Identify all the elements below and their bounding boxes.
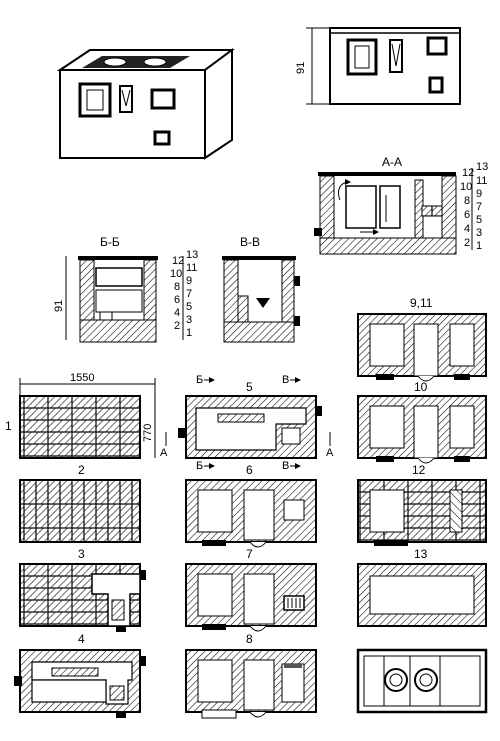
svg-text:10: 10 bbox=[460, 181, 472, 193]
svg-text:В: В bbox=[282, 460, 289, 472]
plan-6: 6 Б В bbox=[185, 460, 317, 548]
plan-7: 7 bbox=[185, 547, 317, 632]
cut-mark-b: Б bbox=[196, 374, 203, 386]
cut-mark-a-left: А bbox=[160, 447, 168, 459]
svg-text:3: 3 bbox=[476, 227, 482, 239]
svg-text:10: 10 bbox=[170, 268, 182, 280]
section-aa: А-А 12 10 8 6 4 2 13 11 9 7 5 3 1 bbox=[314, 155, 488, 255]
svg-text:7: 7 bbox=[186, 288, 192, 300]
plan-5-label: 5 bbox=[246, 380, 253, 394]
svg-text:8: 8 bbox=[464, 195, 470, 207]
cut-mark-v: В bbox=[282, 374, 289, 386]
svg-text:2: 2 bbox=[174, 320, 180, 332]
section-bb-title: Б-Б bbox=[100, 235, 120, 249]
section-vv: В-В bbox=[222, 235, 300, 343]
course-numbers-aa: 12 10 8 6 4 2 13 11 9 7 5 3 1 bbox=[460, 161, 488, 252]
plan-8-label: 8 bbox=[246, 632, 253, 646]
cut-mark-a-right: А bbox=[326, 447, 334, 459]
svg-text:11: 11 bbox=[186, 262, 197, 274]
plan-13: 13 bbox=[357, 547, 487, 627]
width-dimension: 1550 bbox=[70, 372, 94, 384]
svg-text:4: 4 bbox=[174, 307, 180, 319]
plan-9-11: 9,11 bbox=[357, 296, 487, 382]
svg-text:2: 2 bbox=[464, 237, 470, 249]
plan-10-label: 10 bbox=[414, 380, 428, 394]
svg-text:7: 7 bbox=[476, 201, 482, 213]
svg-text:5: 5 bbox=[476, 214, 482, 226]
plan-8: 8 bbox=[185, 632, 317, 719]
plan-12-label: 12 bbox=[412, 463, 426, 477]
section-aa-title: А-А bbox=[382, 155, 402, 169]
svg-text:6: 6 bbox=[464, 209, 470, 221]
svg-text:1: 1 bbox=[476, 240, 482, 252]
section-vv-title: В-В bbox=[240, 235, 260, 249]
svg-text:11: 11 bbox=[476, 175, 487, 187]
course-numbers-bb: 12 10 8 6 4 2 13 11 9 7 5 3 1 bbox=[170, 249, 198, 340]
plan-1: 1550 770 1 bbox=[5, 372, 156, 459]
svg-text:8: 8 bbox=[174, 281, 180, 293]
svg-text:5: 5 bbox=[186, 301, 192, 313]
plan-6-label: 6 bbox=[246, 463, 253, 477]
svg-text:4: 4 bbox=[464, 223, 470, 235]
plan-1-label: 1 bbox=[5, 419, 12, 433]
svg-text:9: 9 bbox=[476, 188, 482, 200]
plan-5: 5 Б В А А bbox=[160, 374, 334, 459]
svg-text:Б: Б bbox=[196, 460, 203, 472]
depth-dimension: 770 bbox=[142, 424, 154, 442]
front-elevation: 91 bbox=[295, 27, 461, 105]
plan-13-label: 13 bbox=[414, 547, 428, 561]
plan-2: 2 bbox=[19, 463, 141, 543]
plan-9-11-label: 9,11 bbox=[410, 296, 433, 310]
plan-2-label: 2 bbox=[78, 463, 85, 477]
svg-text:9: 9 bbox=[186, 275, 192, 287]
cooktop-plan bbox=[356, 648, 488, 714]
stove-perspective-view bbox=[56, 48, 236, 160]
svg-text:12: 12 bbox=[172, 255, 184, 267]
plan-10: 10 bbox=[357, 380, 487, 464]
section-bb: Б-Б 91 12 10 8 6 4 2 13 11 9 7 5 3 1 bbox=[53, 235, 198, 343]
plan-7-label: 7 bbox=[246, 547, 253, 561]
plan-4: 4 bbox=[14, 632, 146, 718]
plan-3-label: 3 bbox=[78, 547, 85, 561]
plan-3: 3 bbox=[19, 547, 146, 632]
svg-text:12: 12 bbox=[462, 167, 474, 179]
svg-text:6: 6 bbox=[174, 294, 180, 306]
elevation-height-label: 91 bbox=[295, 62, 307, 74]
section-height-label: 91 bbox=[53, 300, 65, 312]
plan-4-label: 4 bbox=[78, 632, 85, 646]
plan-12: 12 bbox=[357, 463, 487, 546]
svg-text:3: 3 bbox=[186, 314, 192, 326]
svg-text:13: 13 bbox=[186, 249, 198, 261]
svg-text:13: 13 bbox=[476, 161, 488, 173]
svg-text:1: 1 bbox=[186, 327, 192, 339]
